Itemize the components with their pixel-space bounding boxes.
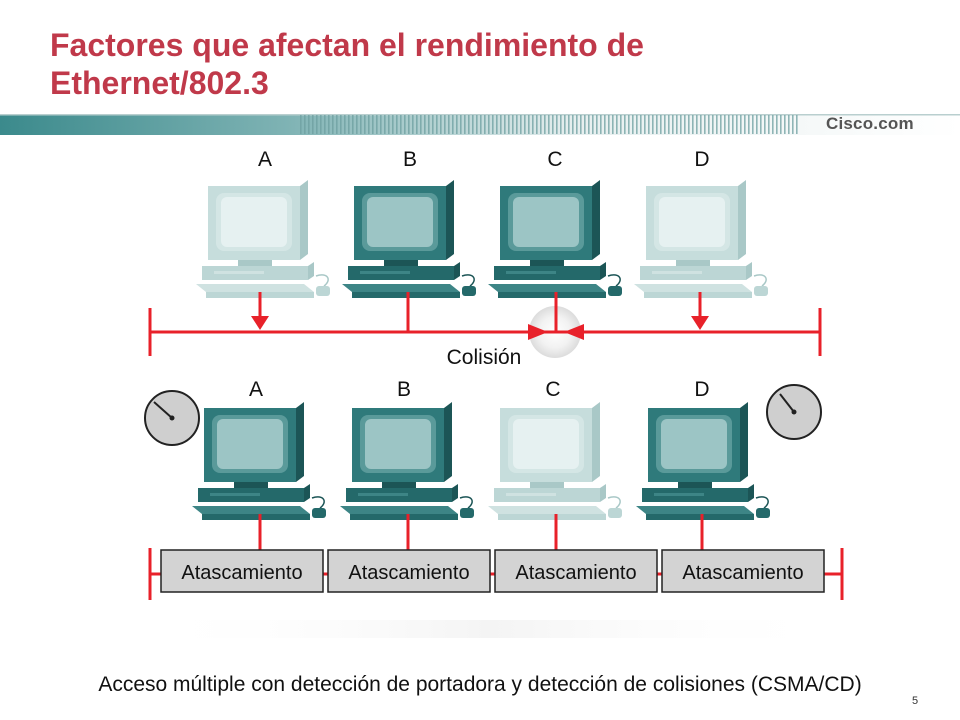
top-computers [196, 180, 768, 298]
floor-shadow [140, 620, 840, 638]
station-label-bottom-a: A [249, 378, 263, 401]
timer-icon [766, 384, 822, 440]
station-label-top-c: C [547, 148, 562, 171]
computer-icon [488, 180, 622, 298]
jam-label-3: Atascamiento [515, 562, 636, 584]
arrow-down-icon [691, 316, 709, 330]
collision-label: Colisión [447, 346, 522, 369]
station-label-top-d: D [694, 148, 709, 171]
computer-icon [636, 402, 770, 520]
computer-icon [342, 180, 476, 298]
caption: Acceso múltiple con detección de portado… [98, 673, 862, 696]
collision-arrow-left-icon [564, 324, 584, 340]
arrow-down-icon [251, 316, 269, 330]
bottom-computers [192, 402, 770, 520]
jam-signal-box [494, 549, 658, 593]
station-label-bottom-d: D [694, 378, 709, 401]
csma-cd-diagram: A B C D Colisión A B C D [140, 148, 844, 638]
timer-icon [144, 390, 200, 446]
title-line-1: Factores que afectan el rendimiento de [50, 27, 644, 63]
bottom-segment: A B C D Atascamiento Atascamiento [144, 378, 844, 600]
header-banner [0, 112, 960, 135]
cisco-brand: Cisco.com [826, 114, 914, 133]
station-label-top-a: A [258, 148, 272, 171]
top-segment: A B C D Colisión [148, 148, 822, 369]
jam-label-4: Atascamiento [682, 562, 803, 584]
station-label-bottom-b: B [397, 378, 411, 401]
collision-arrow-right-icon [528, 324, 548, 340]
computer-icon [634, 180, 768, 298]
jam-signal-box [661, 549, 825, 593]
computer-icon [488, 402, 622, 520]
jam-signal-box [327, 549, 491, 593]
computer-icon [196, 180, 330, 298]
computer-icon [192, 402, 326, 520]
computer-icon [340, 402, 474, 520]
page-number: 5 [912, 695, 919, 707]
title-line-2: Ethernet/802.3 [50, 65, 269, 101]
slide-title: Factores que afectan el rendimiento de E… [50, 26, 910, 102]
jam-label-1: Atascamiento [181, 562, 302, 584]
jam-label-2: Atascamiento [348, 562, 469, 584]
station-label-bottom-c: C [545, 378, 560, 401]
station-label-top-b: B [403, 148, 417, 171]
jam-signal-box [160, 549, 324, 593]
